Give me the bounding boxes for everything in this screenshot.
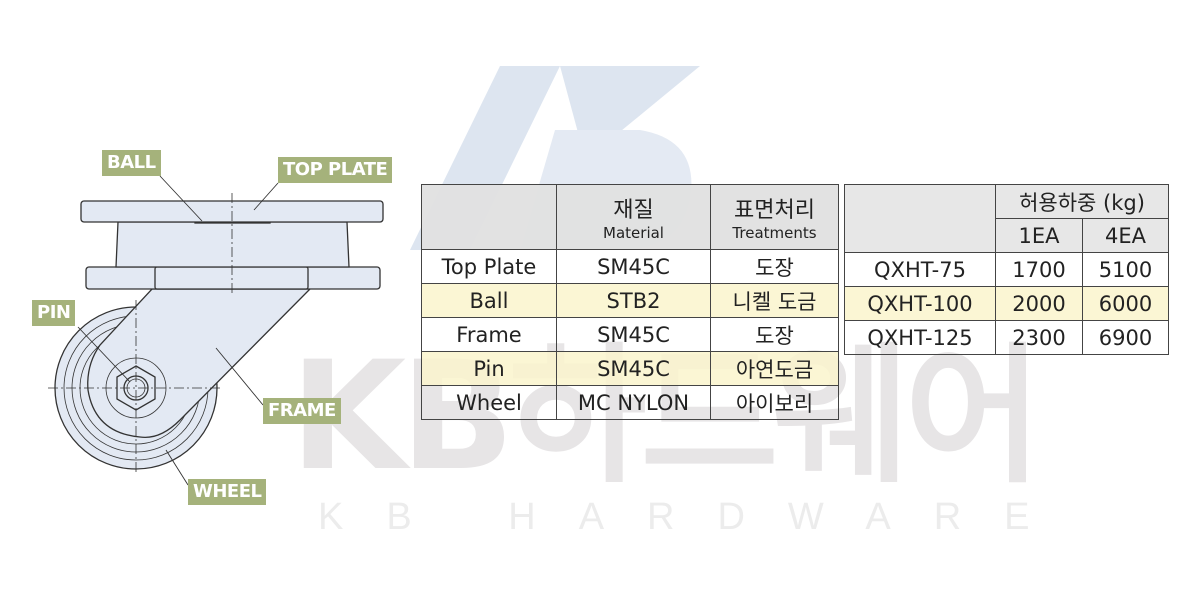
header-material: 재질 Material <box>556 184 711 250</box>
material-cell: STB2 <box>556 283 711 318</box>
header-load: 허용하중 (kg) <box>995 184 1169 219</box>
treatment-cell: 도장 <box>710 317 839 352</box>
load-4ea-cell: 6000 <box>1082 286 1169 321</box>
header-4ea: 4EA <box>1082 218 1169 253</box>
load-1ea-cell: 1700 <box>995 252 1083 287</box>
treatment-cell: 아연도금 <box>710 351 839 386</box>
material-cell: MC NYLON <box>556 385 711 420</box>
material-cell: SM45C <box>556 351 711 386</box>
load-1ea-cell: 2300 <box>995 320 1083 355</box>
model-cell: QXHT-75 <box>844 252 996 287</box>
header-ko: 재질 <box>613 198 654 223</box>
load-4ea-cell: 5100 <box>1082 252 1169 287</box>
treatment-cell: 도장 <box>710 249 839 284</box>
load-1ea-cell: 2000 <box>995 286 1083 321</box>
table-header-row: 허용하중 (kg) <box>844 184 1169 253</box>
watermark-subtext: KB HARDWARE <box>318 496 1073 538</box>
header-ko: 표면처리 <box>734 198 815 223</box>
caster-diagram <box>48 175 384 486</box>
header-en: Material <box>603 224 664 242</box>
label-frame: FRAME <box>263 398 341 424</box>
model-cell: QXHT-125 <box>844 320 996 355</box>
load-4ea-cell: 6900 <box>1082 320 1169 355</box>
treatment-cell: 니켈 도금 <box>710 283 839 318</box>
swivel-body <box>115 221 350 268</box>
part-cell: Wheel <box>421 385 557 420</box>
part-cell: Pin <box>421 351 557 386</box>
header-en: Treatments <box>732 224 817 242</box>
label-pin: PIN <box>32 300 76 326</box>
model-cell: QXHT-100 <box>844 286 996 321</box>
header-treatment: 표면처리 Treatments <box>710 184 839 250</box>
header-blank <box>844 184 996 253</box>
table-header-row: 재질 Material 표면처리 Treatments <box>421 184 839 250</box>
material-cell: SM45C <box>556 317 711 352</box>
header-blank <box>421 184 557 250</box>
label-ball: BALL <box>102 150 161 176</box>
part-cell: Frame <box>421 317 557 352</box>
part-cell: Ball <box>421 283 557 318</box>
table-header-row: 1EA 4EA <box>845 218 1169 253</box>
label-wheel: WHEEL <box>188 479 267 505</box>
treatment-cell: 아이보리 <box>710 385 839 420</box>
header-1ea: 1EA <box>995 218 1083 253</box>
part-cell: Top Plate <box>421 249 557 284</box>
label-top-plate: TOP PLATE <box>278 157 393 183</box>
material-cell: SM45C <box>556 249 711 284</box>
